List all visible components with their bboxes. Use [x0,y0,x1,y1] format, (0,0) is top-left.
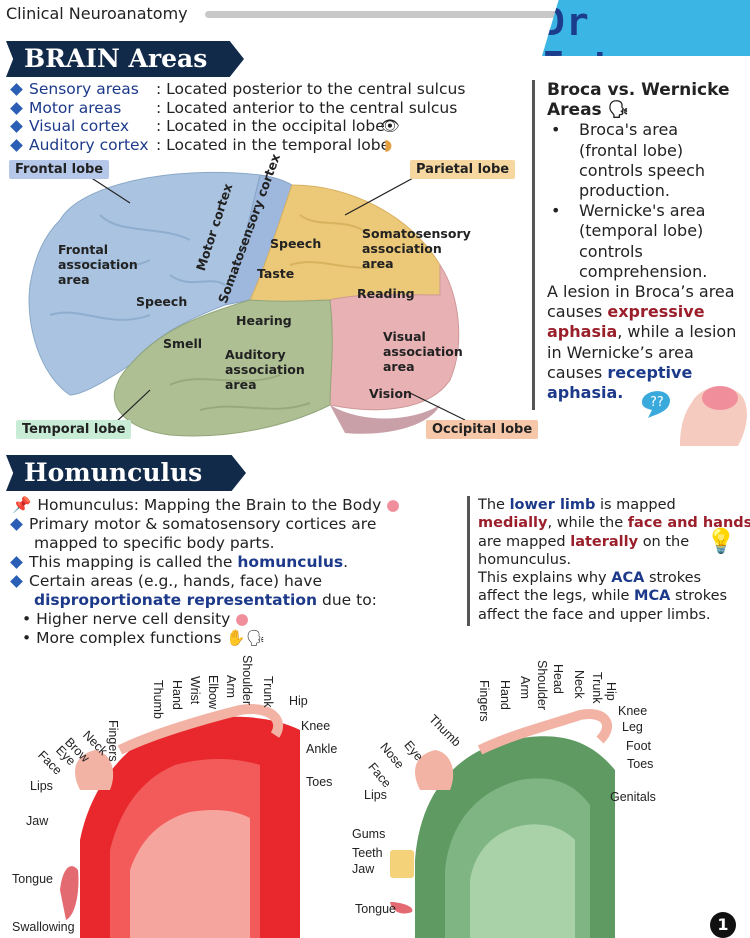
list-item: This mapping is called the homunculus. [10,553,462,572]
sensory-label-foot: Foot [626,739,652,753]
motor-label-elbow: Elbow [206,675,220,710]
vision-label: Vision [369,386,412,401]
sensory-label-knee: Knee [618,704,648,718]
occipital-lobe-label: Occipital lobe [426,420,539,439]
list-item: • Higher nerve cell density ● [22,610,249,628]
svg-text:??: ?? [650,395,664,410]
header-title: Clinical Neuroanatomy [6,4,188,23]
motor-label-jaw: Jaw [26,814,49,828]
list-item: Visual cortex : Located in the occipital… [10,117,532,136]
speaking-head-icon: 🗣 [607,100,630,121]
sensory-label-trunk: Trunk [590,672,604,704]
frontal-lobe-label: Frontal lobe [9,160,110,179]
sensory-label-hip: Hip [604,682,618,701]
sensory-label-toes: Toes [627,757,654,771]
sensory-label-head: Head [551,664,565,694]
sensory-label-genitals: Genitals [610,790,656,804]
list-item: Motor areas : Located anterior to the ce… [10,99,532,118]
page-number: 1 [710,912,736,938]
motor-label-tongue: Tongue [12,872,54,886]
sensory-label-tongue: Tongue [355,902,397,916]
broca-wernicke-panel: Broca vs. Wernicke Areas 🗣 • Broca's are… [532,80,750,410]
list-item: 📌Homunculus: Mapping the Brain to the Bo… [12,496,400,514]
sensory-label-jaw: Jaw [352,862,375,876]
speech-label: Speech [270,236,322,251]
sensory-label-leg: Leg [622,720,643,734]
motor-label-shoulder: Shoulder [240,655,254,706]
lower-limb-panel: The lower limb is mapped medially, while… [467,496,750,626]
sensory-label-lips: Lips [364,788,387,802]
sensory-label-fingers: Fingers [477,680,491,722]
motor-label-ankle: Ankle [306,742,338,756]
panel-title: Broca vs. Wernicke Areas 🗣 [547,80,730,121]
motor-homunculus-illustration [60,704,300,938]
reading-label: Reading [357,286,415,301]
sensory-homunculus-illustration [390,709,615,938]
motor-label-hip: Hip [289,694,308,708]
brand-name: Dr Imtyaz [542,0,686,88]
lightbulb-icon: 💡 [706,527,736,555]
sensory-label-arm: Arm [518,676,532,699]
motor-label-trunk: Trunk [261,676,275,708]
motor-label-knee: Knee [301,719,331,733]
taste-label: Taste [257,266,295,281]
brain-icon: ● [386,496,400,514]
list-item: • More complex functions ✋🗣 [22,629,266,647]
brain-areas-list: Sensory areas : Located posterior to the… [10,80,532,155]
speaking-head-icon: 🗣 [245,629,266,647]
list-item: Certain areas (e.g., hands, face) have [10,572,462,591]
motor-label-hand: Hand [170,680,184,710]
list-item: Sensory areas : Located posterior to the… [10,80,532,99]
lesion-text: A lesion in Broca’s area causes expressi… [547,282,737,403]
homunculus-list: 📌Homunculus: Mapping the Brain to the Bo… [10,496,462,648]
sensory-label-hand: Hand [498,680,512,710]
parietal-lobe-label: Parietal lobe [410,160,516,179]
pushpin-icon: 📌 [12,496,32,514]
broca-bullet: • Broca's area(frontal lobe)controls spe… [551,120,705,201]
motor-label-arm: Arm [224,675,238,698]
wernicke-bullet: • Wernicke's area(temporal lobe)controls… [551,201,708,281]
motor-label-swallowing: Swallowing [12,920,75,934]
smell-label: Smell [163,336,203,351]
header-divider [205,11,560,18]
brain-areas-banner: BRAIN Areas [6,41,244,77]
motor-label-lips: Lips [30,779,53,793]
eye-icon: 👁 [380,117,400,135]
motor-label-fingers: Fingers [106,720,120,762]
motor-label-thumb: Thumb [151,680,165,719]
hearing-label: Hearing [236,313,292,328]
motor-label-toes: Toes [306,775,333,789]
sensory-label-teeth: Teeth [352,846,383,860]
hand-icon: ✋ [226,629,246,647]
speech-frontal-label: Speech [136,294,188,309]
temporal-lobe-shape [113,299,333,437]
homunculus-banner: Homunculus [6,455,246,491]
sensory-label-gums: Gums [352,827,386,841]
brain-icon: ● [235,610,249,628]
sensory-label-shoulder: Shoulder [535,660,549,711]
ear-icon: ◗ [384,135,393,154]
thinking-head-icon: ?? [642,386,747,446]
temporal-lobe-label: Temporal lobe [16,420,132,439]
brand-banner: Dr Imtyaz [542,0,750,56]
sensory-label-neck: Neck [572,670,586,699]
motor-label-wrist: Wrist [188,676,202,705]
list-item: Auditory cortex : Located in the tempora… [10,135,532,155]
brain-illustration [28,171,466,437]
list-item: Primary motor & somatosensory cortices a… [10,515,462,534]
